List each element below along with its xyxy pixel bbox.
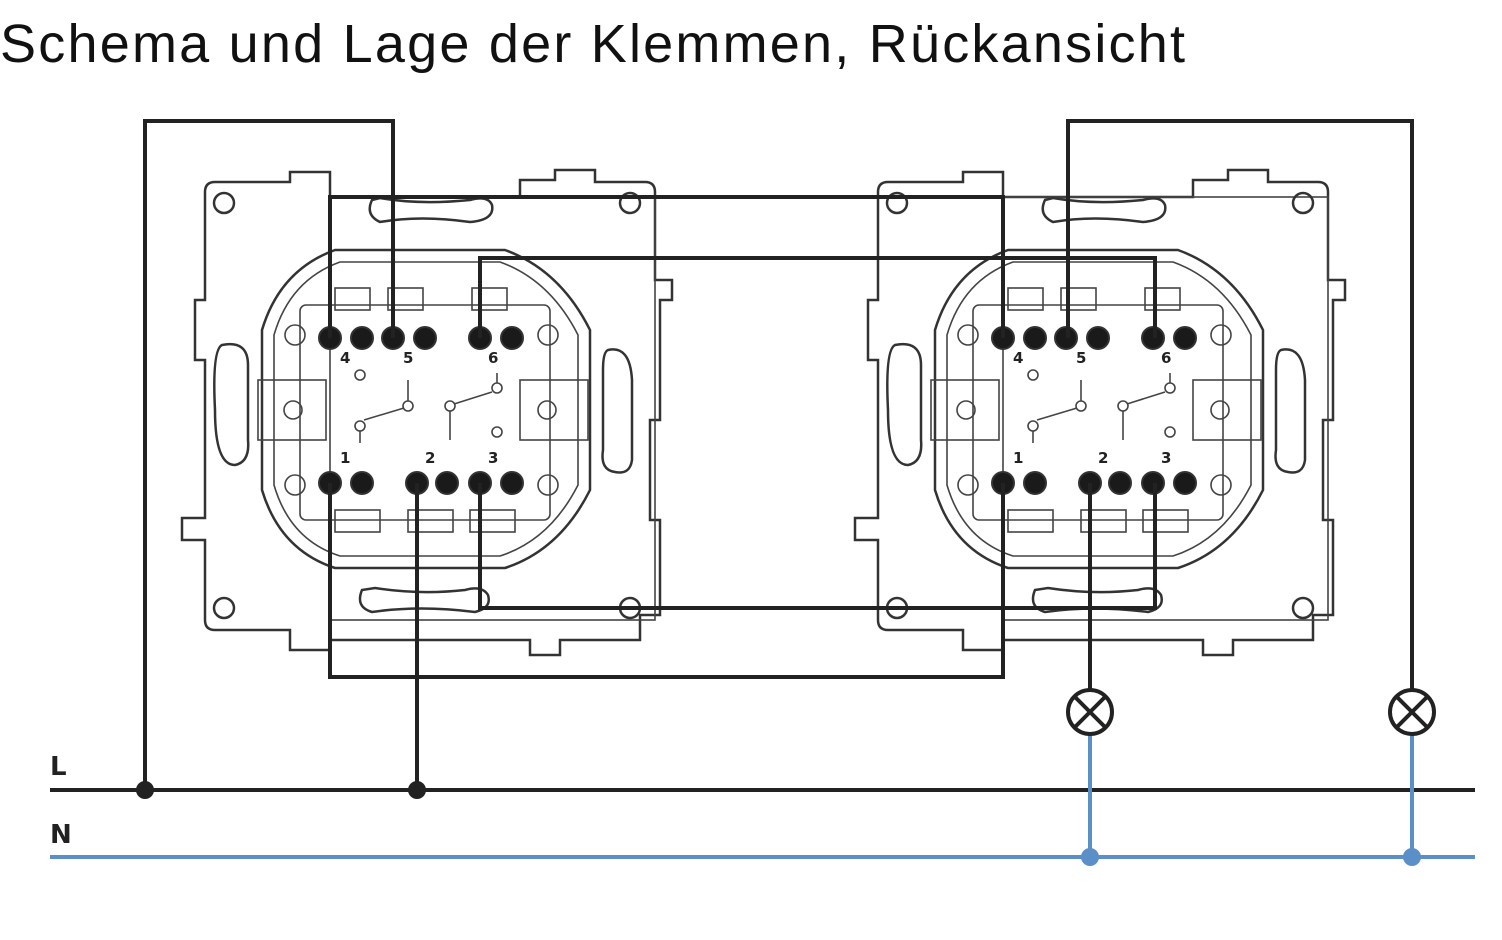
junction-dot	[1081, 848, 1099, 866]
terminal-label-3: 3	[488, 449, 498, 467]
terminal-label-4: 4	[1013, 349, 1023, 367]
label-N: N	[50, 820, 72, 850]
terminal-label-1: 1	[340, 449, 350, 467]
terminal-label-5: 5	[403, 349, 413, 367]
wire-t1-link	[328, 483, 1005, 679]
switch-left: 4 5 6 1 2 3	[180, 168, 674, 657]
lamp-icon	[1066, 688, 1114, 736]
wire-L-to-sw1-t5	[143, 119, 395, 790]
wire-t4-link	[328, 195, 1005, 338]
junction-dot	[1403, 848, 1421, 866]
diagram-title: Schema und Lage der Klemmen, Rückansicht	[0, 14, 1185, 74]
lamp-icon	[1388, 688, 1436, 736]
wire-t3-link	[478, 483, 1157, 610]
wires	[143, 119, 1414, 790]
terminal-label-2: 2	[425, 449, 435, 467]
terminal-label-3: 3	[1161, 449, 1171, 467]
switch-right: 4 5 6 1 2 3	[853, 168, 1347, 657]
terminal-label-5: 5	[1076, 349, 1086, 367]
terminal-label-6: 6	[488, 349, 498, 367]
terminal-label-2: 2	[1098, 449, 1108, 467]
wire-sw2-t5-to-lamp2	[1066, 119, 1414, 690]
label-L: L	[50, 752, 67, 782]
terminal-label-1: 1	[1013, 449, 1023, 467]
junction-dot	[136, 781, 154, 799]
terminal-label-6: 6	[1161, 349, 1171, 367]
junction-dot	[408, 781, 426, 799]
terminal-label-4: 4	[340, 349, 350, 367]
wire-t6-link	[478, 256, 1157, 338]
